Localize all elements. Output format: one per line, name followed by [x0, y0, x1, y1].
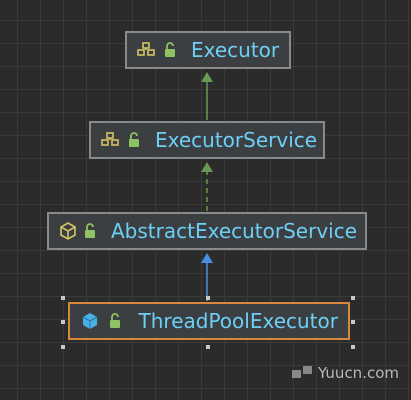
node-label-abstract-executor-service: AbstractExecutorService — [111, 219, 358, 243]
edge-arrowhead-executor — [201, 72, 213, 82]
watermark-logo-icon — [291, 366, 312, 380]
interface-icon — [101, 130, 121, 150]
edge-arrowhead-executorservice — [201, 162, 213, 172]
selection-handle-top-center[interactable] — [206, 296, 210, 300]
node-executor[interactable]: Executor — [125, 31, 291, 69]
selection-handle-top-left[interactable] — [61, 296, 65, 300]
selection-handle-top-right[interactable] — [351, 296, 355, 300]
lock-icon — [163, 40, 177, 60]
lock-icon — [105, 311, 124, 331]
node-abstract-executor-service[interactable]: AbstractExecutorService — [47, 212, 367, 250]
watermark-text: Yuucn.com — [317, 364, 399, 382]
interface-icon — [137, 40, 157, 60]
selection-handle-bottom-center[interactable] — [206, 345, 210, 349]
lock-icon — [83, 221, 97, 241]
class-icon — [80, 311, 99, 331]
selection-handle-middle-left[interactable] — [61, 320, 65, 324]
node-thread-pool-executor[interactable]: ThreadPoolExecutor — [68, 302, 350, 340]
node-label-thread-pool-executor: ThreadPoolExecutor — [138, 309, 338, 333]
lock-icon — [127, 130, 141, 150]
selection-handle-middle-right[interactable] — [351, 320, 355, 324]
node-label-executor-service: ExecutorService — [155, 128, 318, 152]
abstract-class-icon — [59, 221, 77, 241]
watermark: Yuucn.com — [291, 364, 399, 382]
node-executor-service[interactable]: ExecutorService — [89, 121, 325, 159]
selection-handle-bottom-left[interactable] — [61, 345, 65, 349]
node-label-executor: Executor — [191, 38, 280, 62]
selection-handle-bottom-right[interactable] — [351, 345, 355, 349]
edge-arrowhead-abstractexecutorservice — [201, 253, 213, 263]
